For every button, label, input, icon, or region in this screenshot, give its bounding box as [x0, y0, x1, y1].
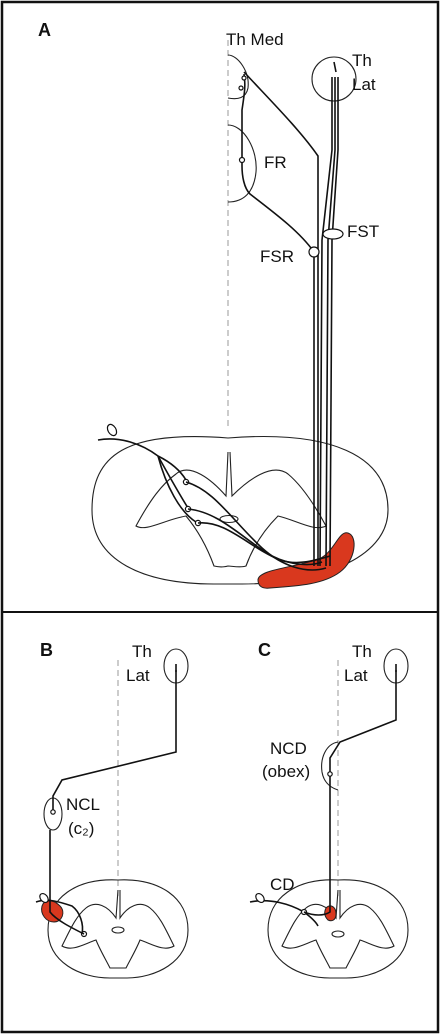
fst-label: FST — [347, 222, 379, 241]
spinoreticular-tract — [242, 166, 314, 566]
th-lat-b-line2: Lat — [126, 666, 150, 685]
postsynaptic-dorsal-column-fiber — [304, 776, 330, 915]
panel-b-letter: B — [40, 640, 53, 660]
th-lat-c-line2: Lat — [344, 666, 368, 685]
fst-node — [323, 229, 343, 239]
panel-c: C Th Lat NCD (obex) CD — [250, 640, 408, 978]
ncd-level-label: (obex) — [262, 762, 310, 781]
dorsal-root-ganglion-c — [254, 892, 266, 904]
gray-matter-b — [62, 890, 174, 968]
panel-a: A Th Med Th Lat FR FST FSR — [38, 20, 388, 588]
ncl-level-label: (c₂) — [68, 819, 94, 838]
panel-b: B Th Lat NCL (c₂) — [36, 640, 188, 978]
ncd-label: NCD — [270, 739, 307, 758]
th-lat-label-line1: Th — [352, 51, 372, 70]
panel-a-letter: A — [38, 20, 51, 40]
ncl-cell — [51, 810, 55, 814]
crossing-fiber-1 — [186, 482, 326, 570]
fr-cell — [240, 158, 245, 163]
th-med-label: Th Med — [226, 30, 284, 49]
spinomesencephalic-fiber — [244, 72, 318, 566]
ncl-label: NCL — [66, 795, 100, 814]
fr-label: FR — [264, 153, 287, 172]
fsr-label: FSR — [260, 247, 294, 266]
central-canal-b — [112, 927, 124, 933]
crossing-fiber-3 — [198, 523, 330, 563]
th-med-cell-1 — [242, 76, 246, 80]
dorsolateral-lesion-b — [42, 901, 63, 922]
th-med-cell-2 — [239, 86, 243, 90]
anterolateral-tract-lesion-a — [258, 533, 354, 588]
th-lat-terminal — [334, 62, 336, 72]
th-lat-c-line1: Th — [352, 642, 372, 661]
cd-label: CD — [270, 875, 295, 894]
ncd-cell — [328, 772, 332, 776]
ncd-thalamic-fiber — [330, 670, 396, 772]
crossing-fiber-2 — [188, 509, 322, 564]
panel-c-letter: C — [258, 640, 271, 660]
th-lat-label-line2: Lat — [352, 75, 376, 94]
fsr-node — [309, 247, 319, 257]
th-lat-b-line1: Th — [132, 642, 152, 661]
gray-matter-c — [282, 890, 394, 968]
cervicothalamic-fiber — [53, 670, 176, 812]
dorsal-root-ganglion-a — [106, 423, 119, 437]
central-canal-c — [332, 931, 344, 937]
